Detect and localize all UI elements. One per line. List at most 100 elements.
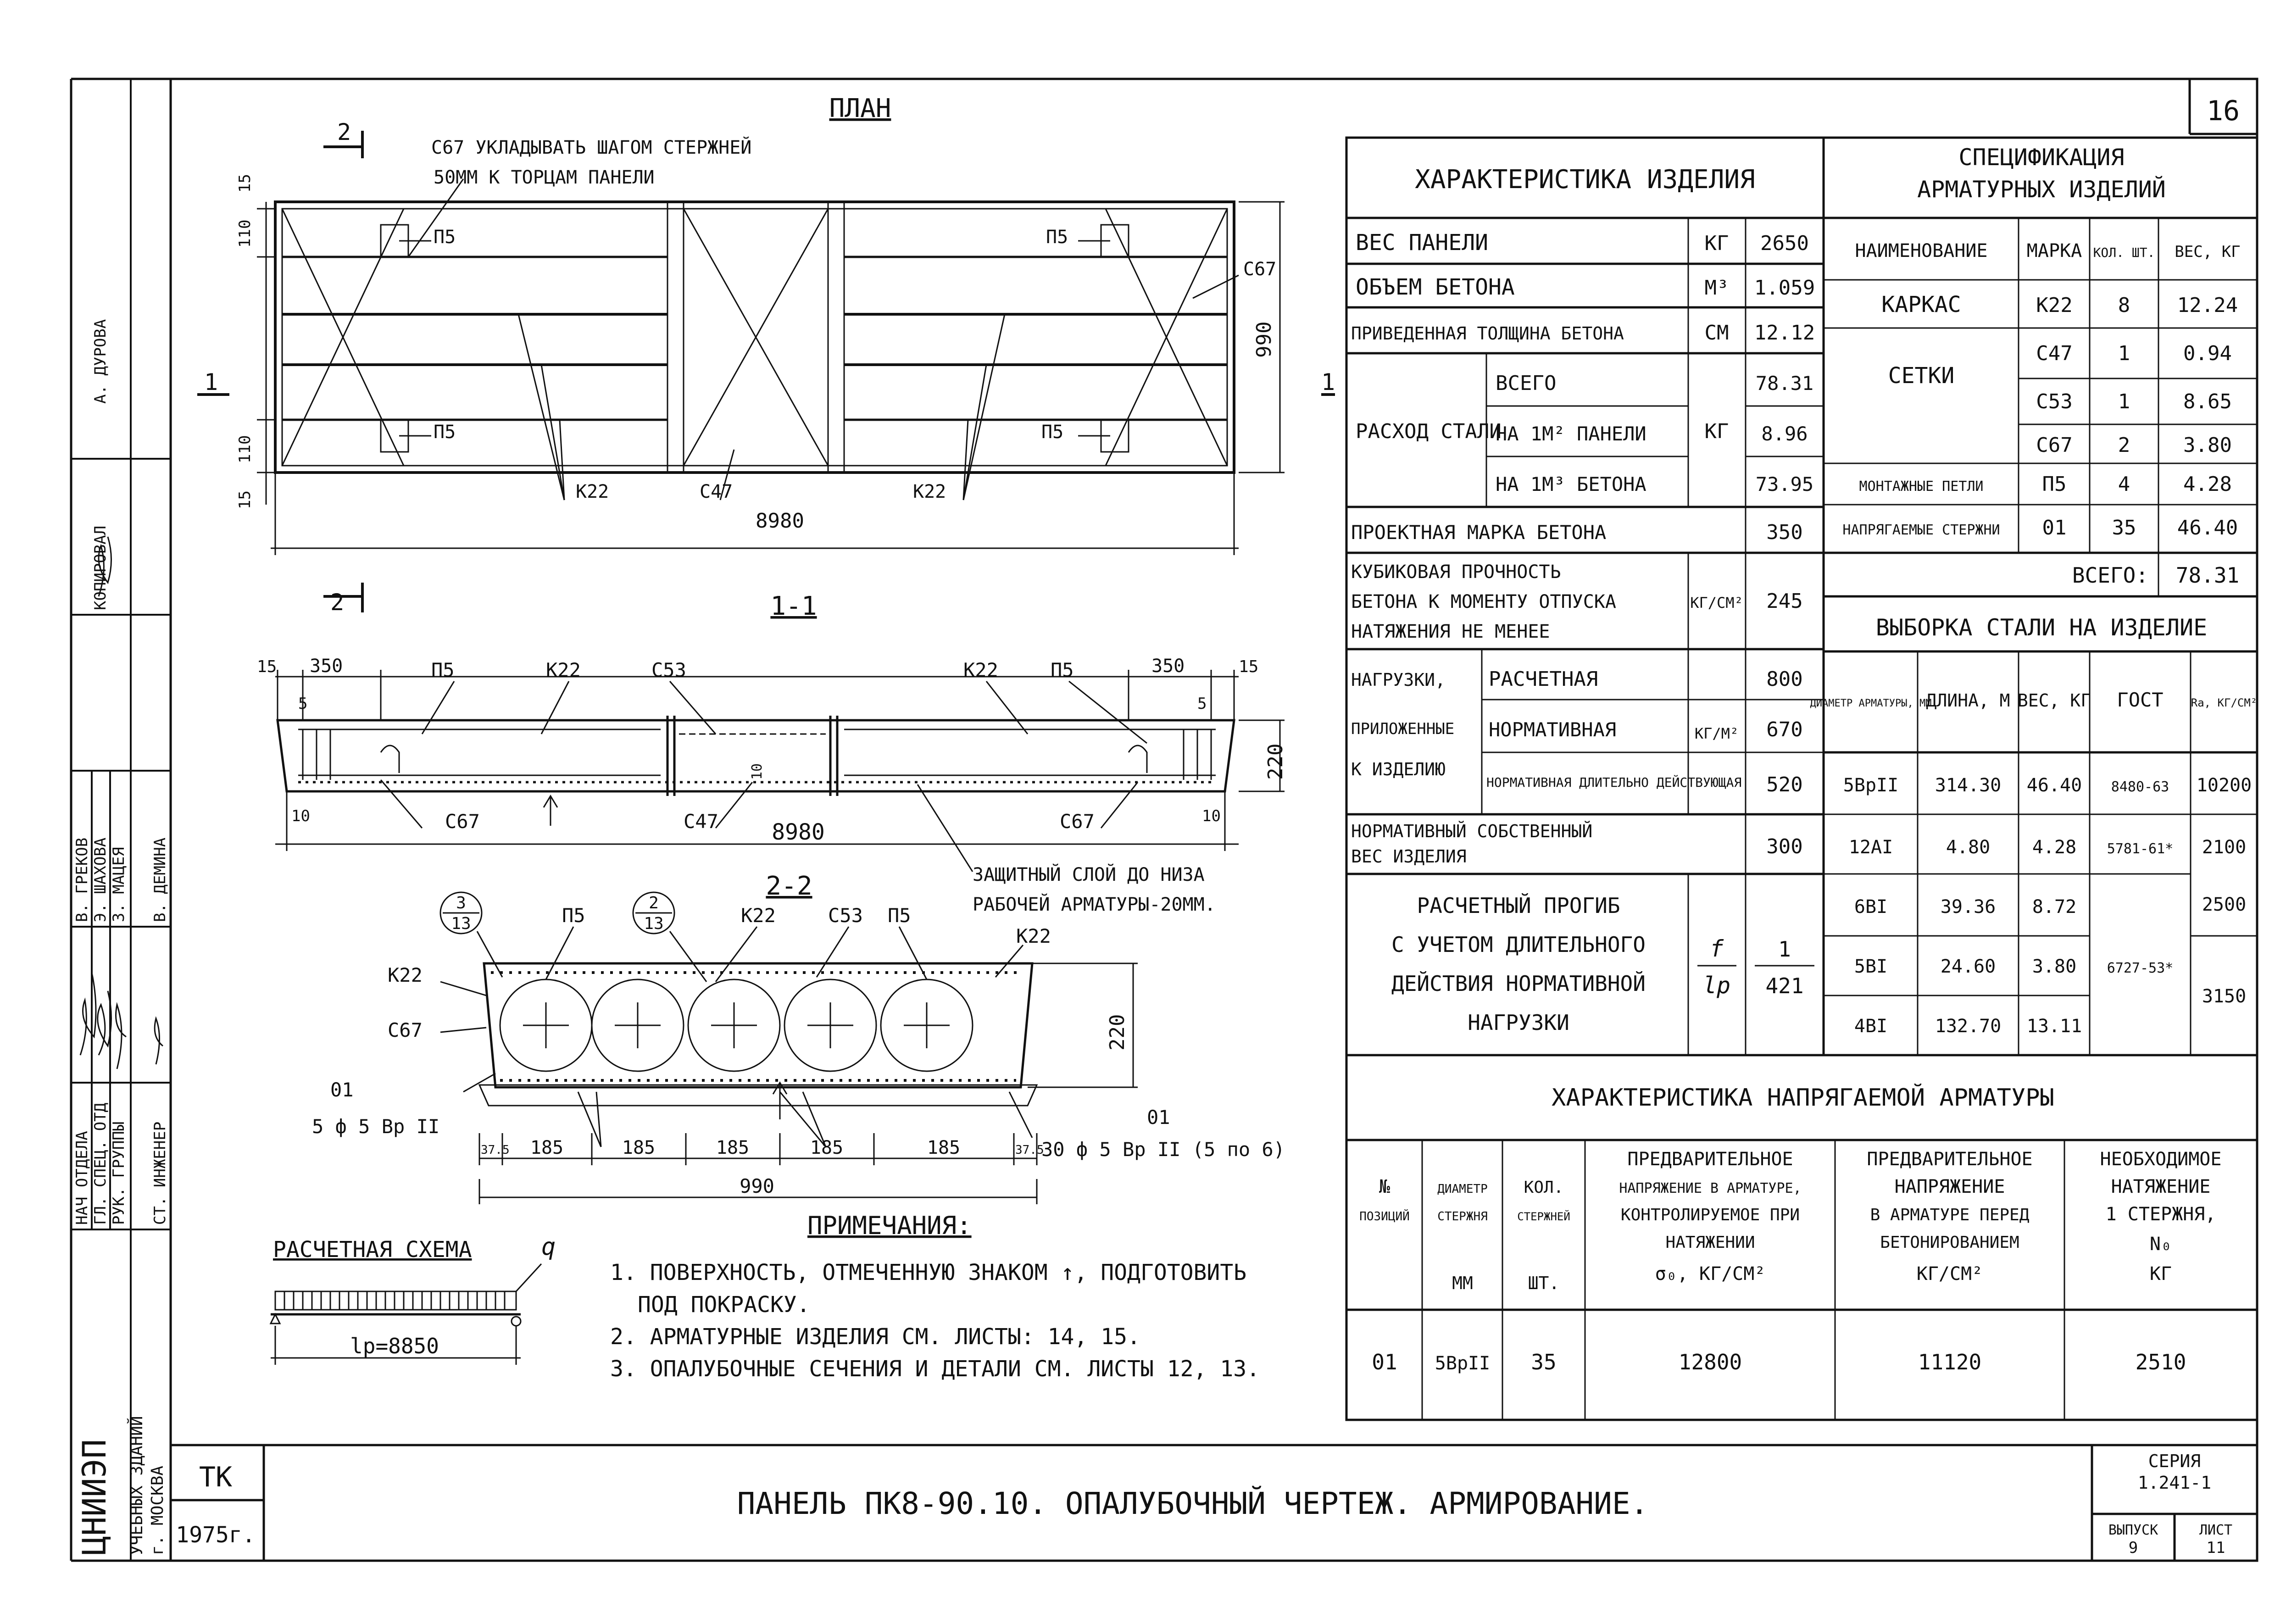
notes-block: ПРИМЕЧАНИЯ: 1. ПОВЕРХНОСТЬ, ОТМЕЧЕННУЮ З… [610, 1211, 1260, 1382]
spec-title-2: АРМАТУРНЫХ ИЗДЕЛИЙ [1917, 176, 2166, 203]
signatures [79, 536, 163, 1069]
steel-r1-weight: 46.40 [2027, 775, 2082, 796]
ps-h6-a: НЕОБХОДИМОЕ [2100, 1149, 2222, 1170]
issue-value: 9 [2129, 1539, 2138, 1557]
char-own-value: 300 [1766, 835, 1802, 858]
s11-label-c67-left: С67 [445, 810, 480, 833]
ps-h3-b: СТЕРЖНЕЙ [1517, 1210, 1570, 1223]
product-characteristics-table: ХАРАКТЕРИСТИКА ИЗДЕЛИЯ ВЕС ПАНЕЛИ КГ 265… [1345, 136, 1825, 1057]
specification-table: СПЕЦИФИКАЦИЯ АРМАТУРНЫХ ИЗДЕЛИЙ НАИМЕНОВ… [1822, 136, 2258, 598]
spec-head-mark: МАРКА [2027, 240, 2082, 261]
s11-label-p5-right: П5 [1051, 659, 1074, 681]
strip-name-4: В. ДЕМИНА [151, 838, 169, 922]
steel-r2-dia: 12АI [1849, 837, 1893, 858]
s22-strand-right: 30 ф 5 Вр II (5 по 6) [1041, 1138, 1285, 1161]
section-2-2: 2-2 [312, 871, 1285, 1204]
plan-label-p5-1: П5 [434, 227, 456, 248]
s22-bubble2-bottom: 13 [644, 914, 663, 933]
char-defl-frac-top: f [1710, 935, 1724, 962]
steel-r2-ra: 2100 [2202, 837, 2246, 858]
s11-label-10: 10 [749, 763, 765, 780]
spec-head-name: НАИМЕНОВАНИЕ [1855, 240, 1988, 261]
spec-r1-mark: К22 [2036, 294, 2072, 317]
s22-dim-185-4: 185 [810, 1137, 843, 1158]
spec-r3-qty: 1 [2118, 390, 2130, 413]
ps-h5-c: В АРМАТУРЕ ПЕРЕД [1870, 1206, 2030, 1224]
steel-r3-weight: 8.72 [2032, 896, 2076, 918]
plan-note-line2: 50ММ К ТОРЦАМ ПАНЕЛИ [434, 167, 655, 188]
s22-dim-185-3: 185 [716, 1137, 749, 1158]
ps-h5-a: ПРЕДВАРИТЕЛЬНОЕ [1867, 1149, 2032, 1170]
s11-label-c67-right: С67 [1060, 810, 1095, 833]
steel-title: ВЫБОРКА СТАЛИ НА ИЗДЕЛИЕ [1876, 614, 2207, 641]
char-defl-value-top: 1 [1778, 937, 1791, 962]
char-cube-unit: КГ/СМ² [1690, 594, 1743, 612]
char-defl-line4: НАГРУЗКИ [1468, 1010, 1569, 1035]
ps-dia: 5ВрII [1435, 1353, 1490, 1374]
s11-label-p5-left: П5 [431, 659, 455, 681]
steel-head-weight: ВЕС, КГ [2018, 690, 2091, 711]
plan-dim-width: 990 [1252, 322, 1276, 358]
ps-h2-c: ММ [1452, 1273, 1473, 1293]
char-steel-m3-value: 73.95 [1756, 473, 1813, 495]
scheme-load: q [541, 1233, 556, 1261]
spec-r4-mark: С67 [2036, 434, 2072, 457]
s11-dim-10-left: 10 [291, 807, 310, 825]
char-grade-label: ПРОЕКТНАЯ МАРКА БЕТОНА [1351, 521, 1606, 544]
char-cube-line2: БЕТОНА К МОМЕНТУ ОТПУСКА [1351, 591, 1616, 612]
steel-r1-dia: 5ВрII [1843, 775, 1898, 796]
sheet-title: ПАНЕЛЬ ПК8-90.10. ОПАЛУБОЧНЫЙ ЧЕРТЕЖ. АР… [737, 1485, 1649, 1521]
ps-h5-d: БЕТОНИРОВАНИЕМ [1880, 1233, 2019, 1252]
s11-cover-note-2: РАБОЧЕЙ АРМАТУРЫ-20ММ. [973, 893, 1216, 915]
char-defl-frac-bottom: lр [1703, 972, 1730, 999]
note-1b: ПОД ПОКРАСКУ. [638, 1292, 810, 1318]
ps-h4-b: НАПРЯЖЕНИЕ В АРМАТУРЕ, [1619, 1180, 1801, 1196]
ps-h1-a: № [1379, 1176, 1390, 1197]
char-defl-line3: ДЕЙСТВИЯ НОРМАТИВНОЙ [1391, 971, 1646, 996]
plan-dim-length: 8980 [756, 509, 804, 533]
ps-h5-b: НАПРЯЖЕНИЕ [1895, 1176, 2005, 1197]
issue-label: ВЫПУСК [2108, 1522, 2158, 1538]
s22-label-k22-right: К22 [1016, 925, 1051, 947]
sheet-number: 16 [2207, 95, 2240, 127]
prestress-title: ХАРАКТЕРИСТИКА НАПРЯГАЕМОЙ АРМАТУРЫ [1552, 1084, 2054, 1112]
s22-dim-edge-left: 37.5 [481, 1143, 510, 1157]
strip-role-3: РУК. ГРУППЫ [110, 1122, 128, 1225]
s11-label-c53: С53 [651, 659, 686, 681]
left-title-strip: НАЧ ОТДЕЛА ГЛ. СПЕЦ. ОТД РУК. ГРУППЫ СТ.… [71, 79, 171, 1561]
char-steel-m3-label: НА 1М³ БЕТОНА [1496, 473, 1646, 495]
ps-h3-a: КОЛ. [1524, 1178, 1564, 1197]
spec-head-qty: КОЛ. ШТ. [2093, 245, 2155, 260]
char-row1-value: 2650 [1760, 232, 1809, 255]
s11-dim-10-right: 10 [1202, 807, 1221, 825]
spec-r1-weight: 12.24 [2177, 294, 2238, 317]
section22-title: 2-2 [766, 871, 812, 901]
s11-dim-15-left: 15 [257, 657, 277, 676]
series-label: СЕРИЯ [2148, 1451, 2201, 1471]
plan-label-p5-2: П5 [434, 422, 456, 443]
s22-dim-185-5: 185 [927, 1137, 960, 1158]
scheme-span: lр=8850 [350, 1334, 439, 1358]
steel-r1-gost: 8480-63 [2111, 779, 2169, 795]
char-row1-unit: КГ [1705, 232, 1729, 255]
char-cube-line1: КУБИКОВАЯ ПРОЧНОСТЬ [1351, 562, 1561, 583]
char-row3-label: ПРИВЕДЕННАЯ ТОЛЩИНА БЕТОНА [1351, 323, 1624, 344]
steel-r2-gost: 5781-61* [2107, 841, 2174, 857]
char-cube-line3: НАТЯЖЕНИЯ НЕ МЕНЕЕ [1351, 621, 1550, 642]
plan-title: ПЛАН [829, 94, 891, 123]
plan-cut-2-top: 2 [337, 119, 351, 145]
steel-r2-weight: 4.28 [2032, 837, 2076, 858]
char-grade-value: 350 [1766, 521, 1802, 544]
char-load-long: НОРМАТИВНАЯ ДЛИТЕЛЬНО ДЕЙСТВУЮЩАЯ [1486, 774, 1741, 790]
plan-label-p5-3: П5 [1046, 227, 1068, 248]
strip-name-1: В. ГРЕКОВ [73, 838, 91, 922]
char-loads-label-2: ПРИЛОЖЕННЫЕ [1351, 720, 1454, 738]
spec-r5-mark: П5 [2042, 473, 2067, 496]
notes-title: ПРИМЕЧАНИЯ: [807, 1211, 972, 1240]
strip-institute: ЦНИИЭП [76, 1439, 113, 1555]
plan-dim-110a: 110 [236, 220, 254, 248]
steel-r1-ra: 10200 [2197, 775, 2252, 796]
spec-r5-qty: 4 [2118, 473, 2130, 496]
char-defl-value-bottom: 421 [1765, 973, 1803, 998]
s22-label-c67: С67 [388, 1019, 423, 1041]
